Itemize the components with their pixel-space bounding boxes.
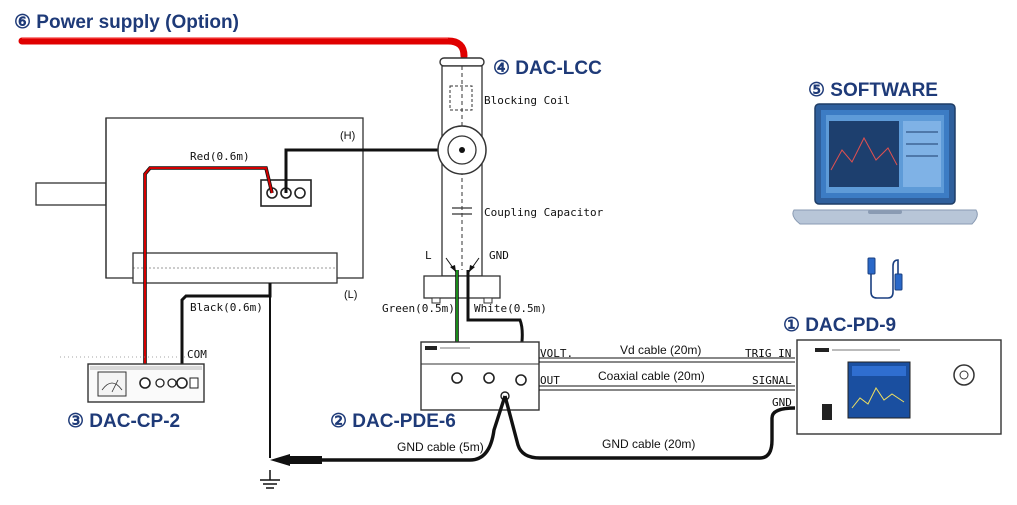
black-wire	[180, 283, 272, 385]
label-signal: SIGNAL	[752, 374, 792, 387]
label-volt: VOLT.	[540, 347, 573, 360]
cable-terminal-to-lcc	[284, 148, 462, 193]
dac-lcc-device	[423, 57, 501, 304]
dac-pd9-device	[796, 339, 1002, 435]
dac-pd9-title: ① DAC-PD-9	[783, 315, 896, 336]
label-vd-cable: Vd cable (20m)	[620, 343, 701, 357]
label-gnd-cable-20m: GND cable (20m)	[602, 437, 695, 451]
label-green-wire: Green(0.5m)	[382, 302, 455, 315]
gnd-cable-5m	[322, 395, 507, 462]
label-h: (H)	[340, 130, 355, 142]
label-com: COM	[187, 348, 207, 361]
label-l: L	[425, 249, 432, 262]
software-title: ⑤ SOFTWARE	[808, 80, 938, 101]
gnd-cable-20m	[503, 395, 796, 460]
label-gnd-pd9: GND	[772, 396, 792, 409]
dac-lcc-title: ④ DAC-LCC	[493, 58, 602, 79]
label-black-wire: Black(0.6m)	[190, 301, 263, 314]
dac-cp2-title: ③ DAC-CP-2	[67, 411, 180, 432]
label-coupling-capacitor: Coupling Capacitor	[484, 206, 604, 219]
label-red-wire: Red(0.6m)	[190, 150, 250, 163]
dac-pde6-title: ② DAC-PDE-6	[330, 411, 456, 432]
label-coaxial-cable: Coaxial cable (20m)	[598, 369, 705, 383]
label-white-wire: White(0.5m)	[474, 302, 547, 315]
laptop-icon	[792, 103, 978, 225]
power-supply-title: ⑥ Power supply (Option)	[14, 12, 239, 33]
label-out: OUT	[540, 374, 560, 387]
motor	[35, 117, 364, 284]
dac-pde6-device	[420, 341, 540, 411]
label-gnd-lcc: GND	[489, 249, 509, 262]
label-blocking-coil: Blocking Coil	[484, 94, 570, 107]
label-l-paren: (L)	[344, 289, 357, 301]
label-gnd-cable-5m: GND cable (5m)	[397, 440, 484, 454]
analog-meter-icon	[97, 371, 127, 397]
power-supply-line	[18, 37, 468, 60]
ground-symbol-icon	[260, 470, 280, 489]
dac-cp2-device	[87, 363, 205, 403]
label-trig-in: TRIG IN	[745, 347, 791, 360]
usb-cable-icon	[867, 257, 903, 299]
